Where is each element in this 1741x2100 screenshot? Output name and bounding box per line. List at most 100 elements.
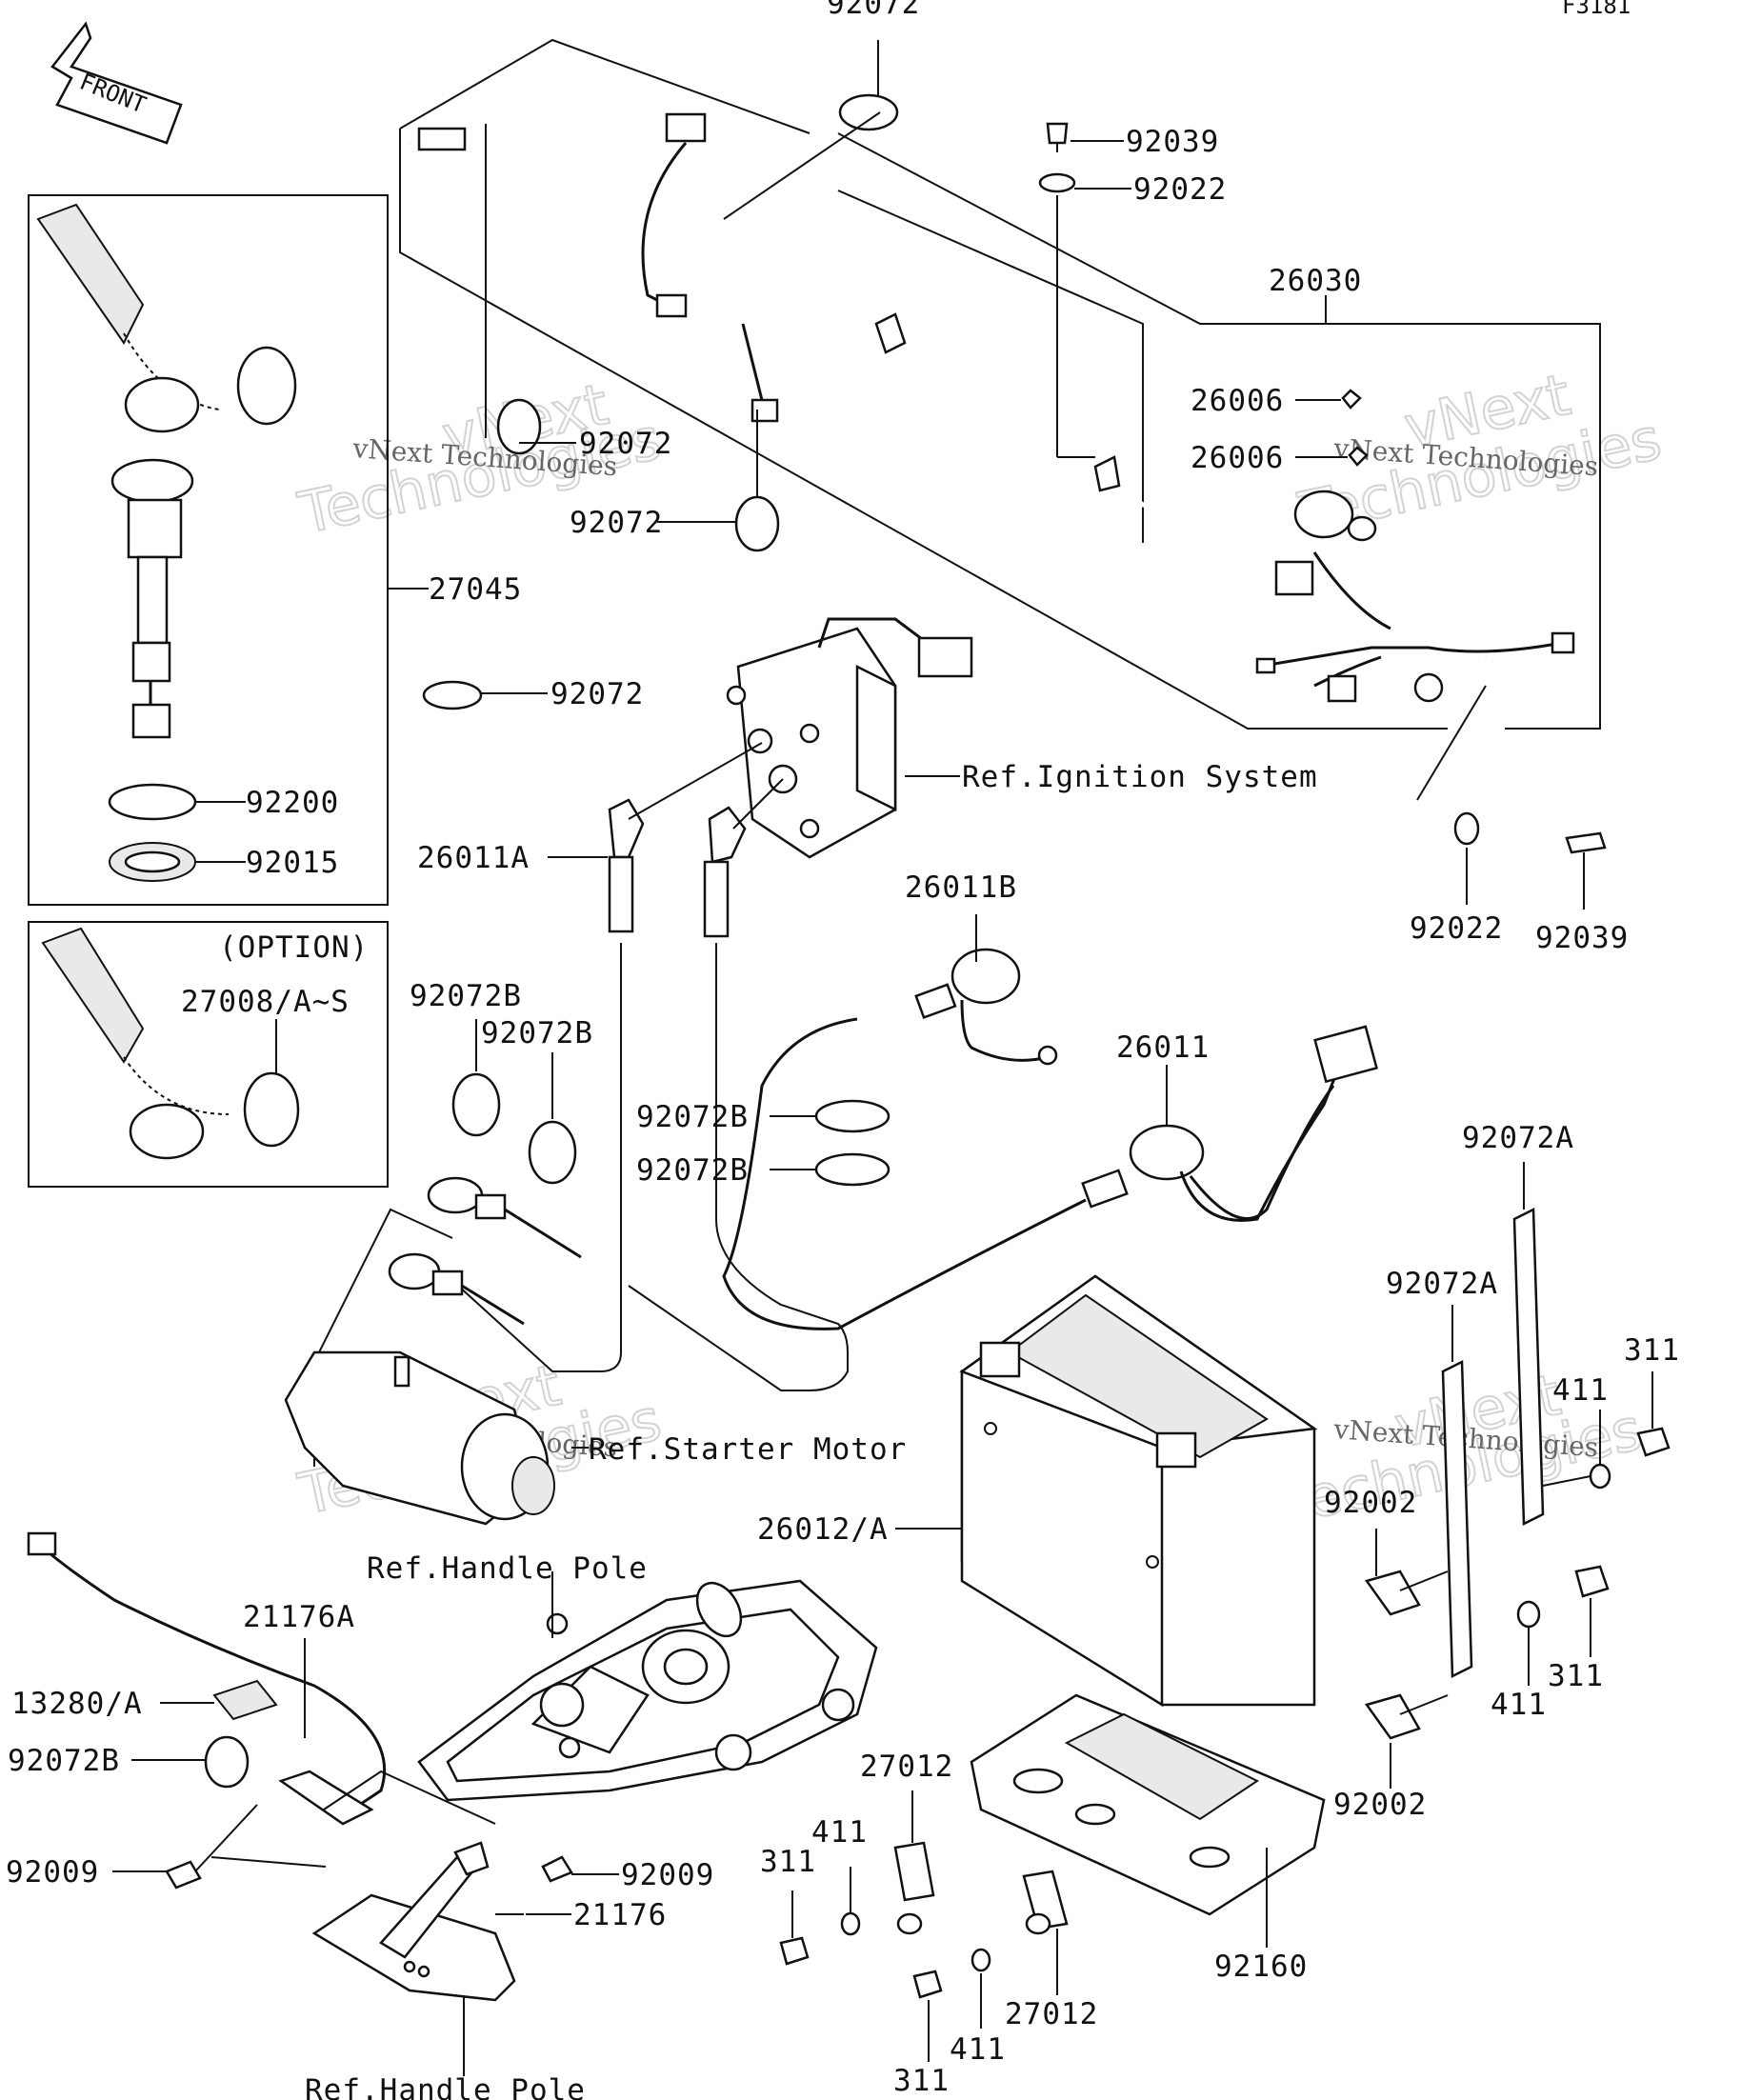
nut-311-a <box>1636 1427 1671 1457</box>
starter-lead-boot-2 <box>431 1270 464 1296</box>
lead-26011B-boot <box>914 983 957 1020</box>
label-27012-b: 27012 <box>1005 1997 1098 2031</box>
lead-26011-connector <box>1313 1025 1378 1084</box>
label-311-b: 311 <box>1548 1659 1604 1693</box>
label-92002-b: 92002 <box>1333 1788 1427 1822</box>
pole-roller-2 <box>821 1688 855 1722</box>
lead-26011B-eyelet <box>1037 1045 1058 1066</box>
label-13280: 13280/A <box>11 1687 143 1721</box>
switch-sleeve <box>131 641 171 683</box>
label-311-c: 311 <box>760 1845 816 1879</box>
option-lanyard-group <box>28 921 389 1188</box>
main-harness-group <box>399 38 1607 910</box>
label-92072-top: 92072 <box>827 0 920 21</box>
plug-lead-2 <box>703 860 730 938</box>
lanyard-tag <box>36 203 145 345</box>
starter-lead-cap-1 <box>427 1176 484 1214</box>
harness-connector-3 <box>655 293 688 318</box>
label-ref-handle-1: Ref.Handle Pole <box>367 1551 648 1586</box>
battery-tray <box>970 1693 1326 1916</box>
diagram-code: F3181 <box>1562 0 1631 19</box>
label-26011: 26011 <box>1116 1030 1210 1065</box>
lead-26011-boot <box>1081 1169 1129 1209</box>
ignition-coil-group <box>447 617 973 1391</box>
o-ring-icon <box>108 783 197 821</box>
sensor-plug-21176A <box>27 1531 57 1556</box>
label-26006-a: 26006 <box>1191 384 1284 418</box>
label-411-d: 411 <box>950 2032 1006 2067</box>
harness-connector-end <box>1551 631 1575 654</box>
plug-cap-26011A-1 <box>608 798 645 859</box>
pole-roller-1 <box>714 1733 752 1771</box>
battery-terminal-pos <box>1155 1431 1197 1469</box>
washer-92022-right <box>1453 811 1480 846</box>
label-ref-starter: Ref.Starter Motor <box>589 1432 907 1467</box>
switch-body <box>127 498 183 559</box>
screw-92039-top <box>1046 122 1069 145</box>
harness-connector-4 <box>750 398 779 423</box>
front-arrow-icon: FRONT <box>50 21 183 145</box>
label-26011A: 26011A <box>417 841 530 875</box>
battery-top-cover <box>1008 1293 1269 1459</box>
battery-straps-group <box>1364 1162 1671 1789</box>
label-411-a: 411 <box>1552 1373 1609 1408</box>
starter-motor-group <box>284 1176 589 1526</box>
label-92072B-5: 92072B <box>8 1744 120 1778</box>
key-switch-head <box>236 346 297 426</box>
band-92072-a <box>496 398 542 455</box>
label-92039-right: 92039 <box>1535 921 1629 955</box>
pole-arm <box>695 1581 743 1638</box>
harness-grommet <box>1413 672 1444 703</box>
ground-hardware-group <box>779 1790 1069 2062</box>
starter-terminal <box>393 1355 410 1388</box>
label-26030: 26030 <box>1269 264 1362 298</box>
band-92072B-2 <box>528 1120 577 1185</box>
group-box-option <box>28 921 389 1188</box>
handle-pole-group <box>27 1531 878 2076</box>
label-92002-a: 92002 <box>1324 1486 1417 1520</box>
label-option: (OPTION) <box>219 930 369 965</box>
lead-26011B-cap <box>951 948 1021 1005</box>
label-92072-a: 92072 <box>579 427 672 461</box>
group-box-27045 <box>28 194 389 906</box>
battery-terminal-neg <box>979 1341 1021 1378</box>
label-92072A-2: 92072A <box>1386 1267 1498 1301</box>
washer-411-d <box>971 1948 991 1972</box>
label-92200: 92200 <box>246 786 339 820</box>
harness-connector-2 <box>665 112 707 143</box>
screw-92009-b <box>541 1855 573 1883</box>
label-92072B-2: 92072B <box>481 1016 593 1050</box>
label-26006-b: 26006 <box>1191 441 1284 475</box>
plug-cap-26011A-2 <box>708 806 747 864</box>
bands-92072B-group <box>451 1019 891 1187</box>
harness-relay <box>1293 490 1354 539</box>
label-27008: 27008/A~S <box>181 985 350 1019</box>
key-switch-group <box>28 194 429 906</box>
lead-26011-cap <box>1129 1124 1205 1181</box>
label-92009-a: 92009 <box>6 1855 99 1890</box>
washer-411-c <box>840 1911 861 1936</box>
lower-pole-bracket <box>311 1893 516 2002</box>
label-92022-right: 92022 <box>1410 911 1503 946</box>
label-92015: 92015 <box>246 846 339 880</box>
band-92072-b <box>734 495 780 552</box>
band-92072B-3 <box>814 1099 891 1133</box>
fuse-26006-b <box>1348 446 1369 467</box>
harness-bracket-1 <box>874 312 907 354</box>
starter-lead-boot-1 <box>474 1193 507 1220</box>
key-cap <box>124 376 200 433</box>
band-92072-c <box>422 680 483 710</box>
harness-connector-main <box>1274 560 1314 596</box>
label-26011B: 26011B <box>905 870 1017 905</box>
screw-92009-a <box>165 1860 202 1890</box>
nut-311-d <box>912 1970 943 1999</box>
washer-92022-top <box>1038 172 1076 193</box>
option-key-head <box>243 1071 300 1148</box>
label-92160: 92160 <box>1214 1950 1308 1984</box>
harness-bracket-2 <box>1093 455 1121 492</box>
label-26012: 26012/A <box>757 1512 889 1547</box>
starter-lead-cap-2 <box>388 1252 441 1290</box>
label-27012-a: 27012 <box>860 1750 953 1784</box>
label-plate-13280 <box>212 1679 278 1721</box>
